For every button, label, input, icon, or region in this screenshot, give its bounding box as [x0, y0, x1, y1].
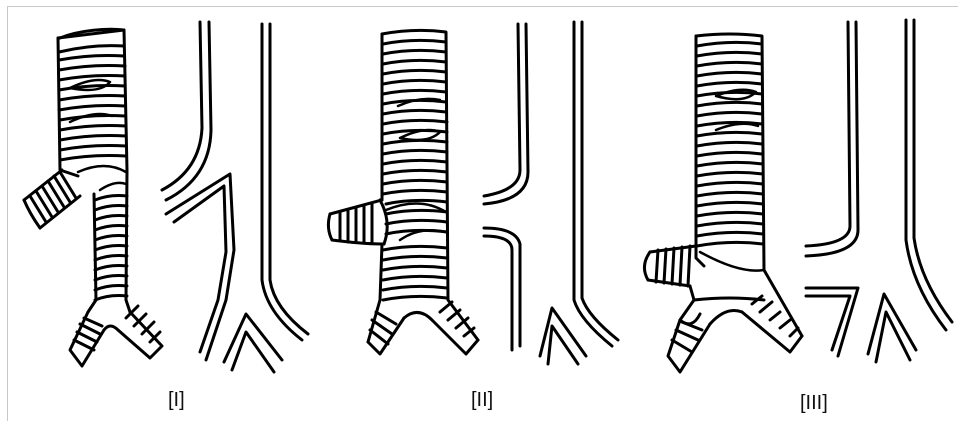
panel-label-2: [II]	[471, 389, 493, 412]
panel-3-schematic	[806, 20, 952, 362]
panel-label-1: [I]	[168, 389, 185, 412]
panel-2-trachea	[328, 30, 478, 354]
panel-1-schematic	[162, 22, 308, 372]
panel-1-trachea	[24, 29, 162, 366]
panel-2-schematic	[484, 22, 618, 364]
panel-3-trachea	[644, 34, 802, 372]
panel-label-3: [III]	[800, 392, 828, 415]
